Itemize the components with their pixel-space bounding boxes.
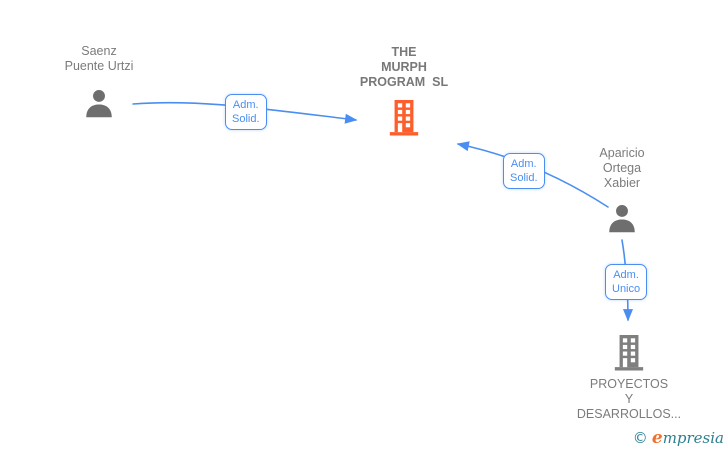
company-icon	[387, 98, 421, 136]
node-the-murph-program-sl[interactable]: THE MURPH PROGRAM SL	[334, 45, 474, 136]
node-label: PROYECTOS Y DESARROLLOS...	[576, 377, 682, 421]
person-icon	[605, 202, 639, 236]
footer-branding[interactable]: © empresia	[633, 430, 724, 447]
empresia-logo: empresia	[651, 428, 724, 448]
edge-label-adm-solid-1: Adm. Solid.	[225, 94, 267, 130]
node-aparicio-ortega-xabier[interactable]: Aparicio Ortega Xabier	[552, 146, 692, 236]
node-proyectos-y-desarrollos[interactable]: PROYECTOS Y DESARROLLOS...	[559, 333, 699, 422]
edge-label-adm-solid-2: Adm. Solid.	[503, 153, 545, 189]
person-icon	[82, 87, 116, 121]
node-label: Aparicio Ortega Xabier	[599, 146, 645, 190]
company-icon	[612, 333, 646, 371]
node-label: Saenz Puente Urtzi	[64, 44, 134, 73]
node-label: THE MURPH PROGRAM SL	[359, 45, 449, 89]
copyright-symbol: ©	[632, 429, 648, 447]
edge-label-adm-unico: Adm. Unico	[605, 264, 648, 300]
node-saenz-puente-urtzi[interactable]: Saenz Puente Urtzi	[29, 44, 169, 121]
